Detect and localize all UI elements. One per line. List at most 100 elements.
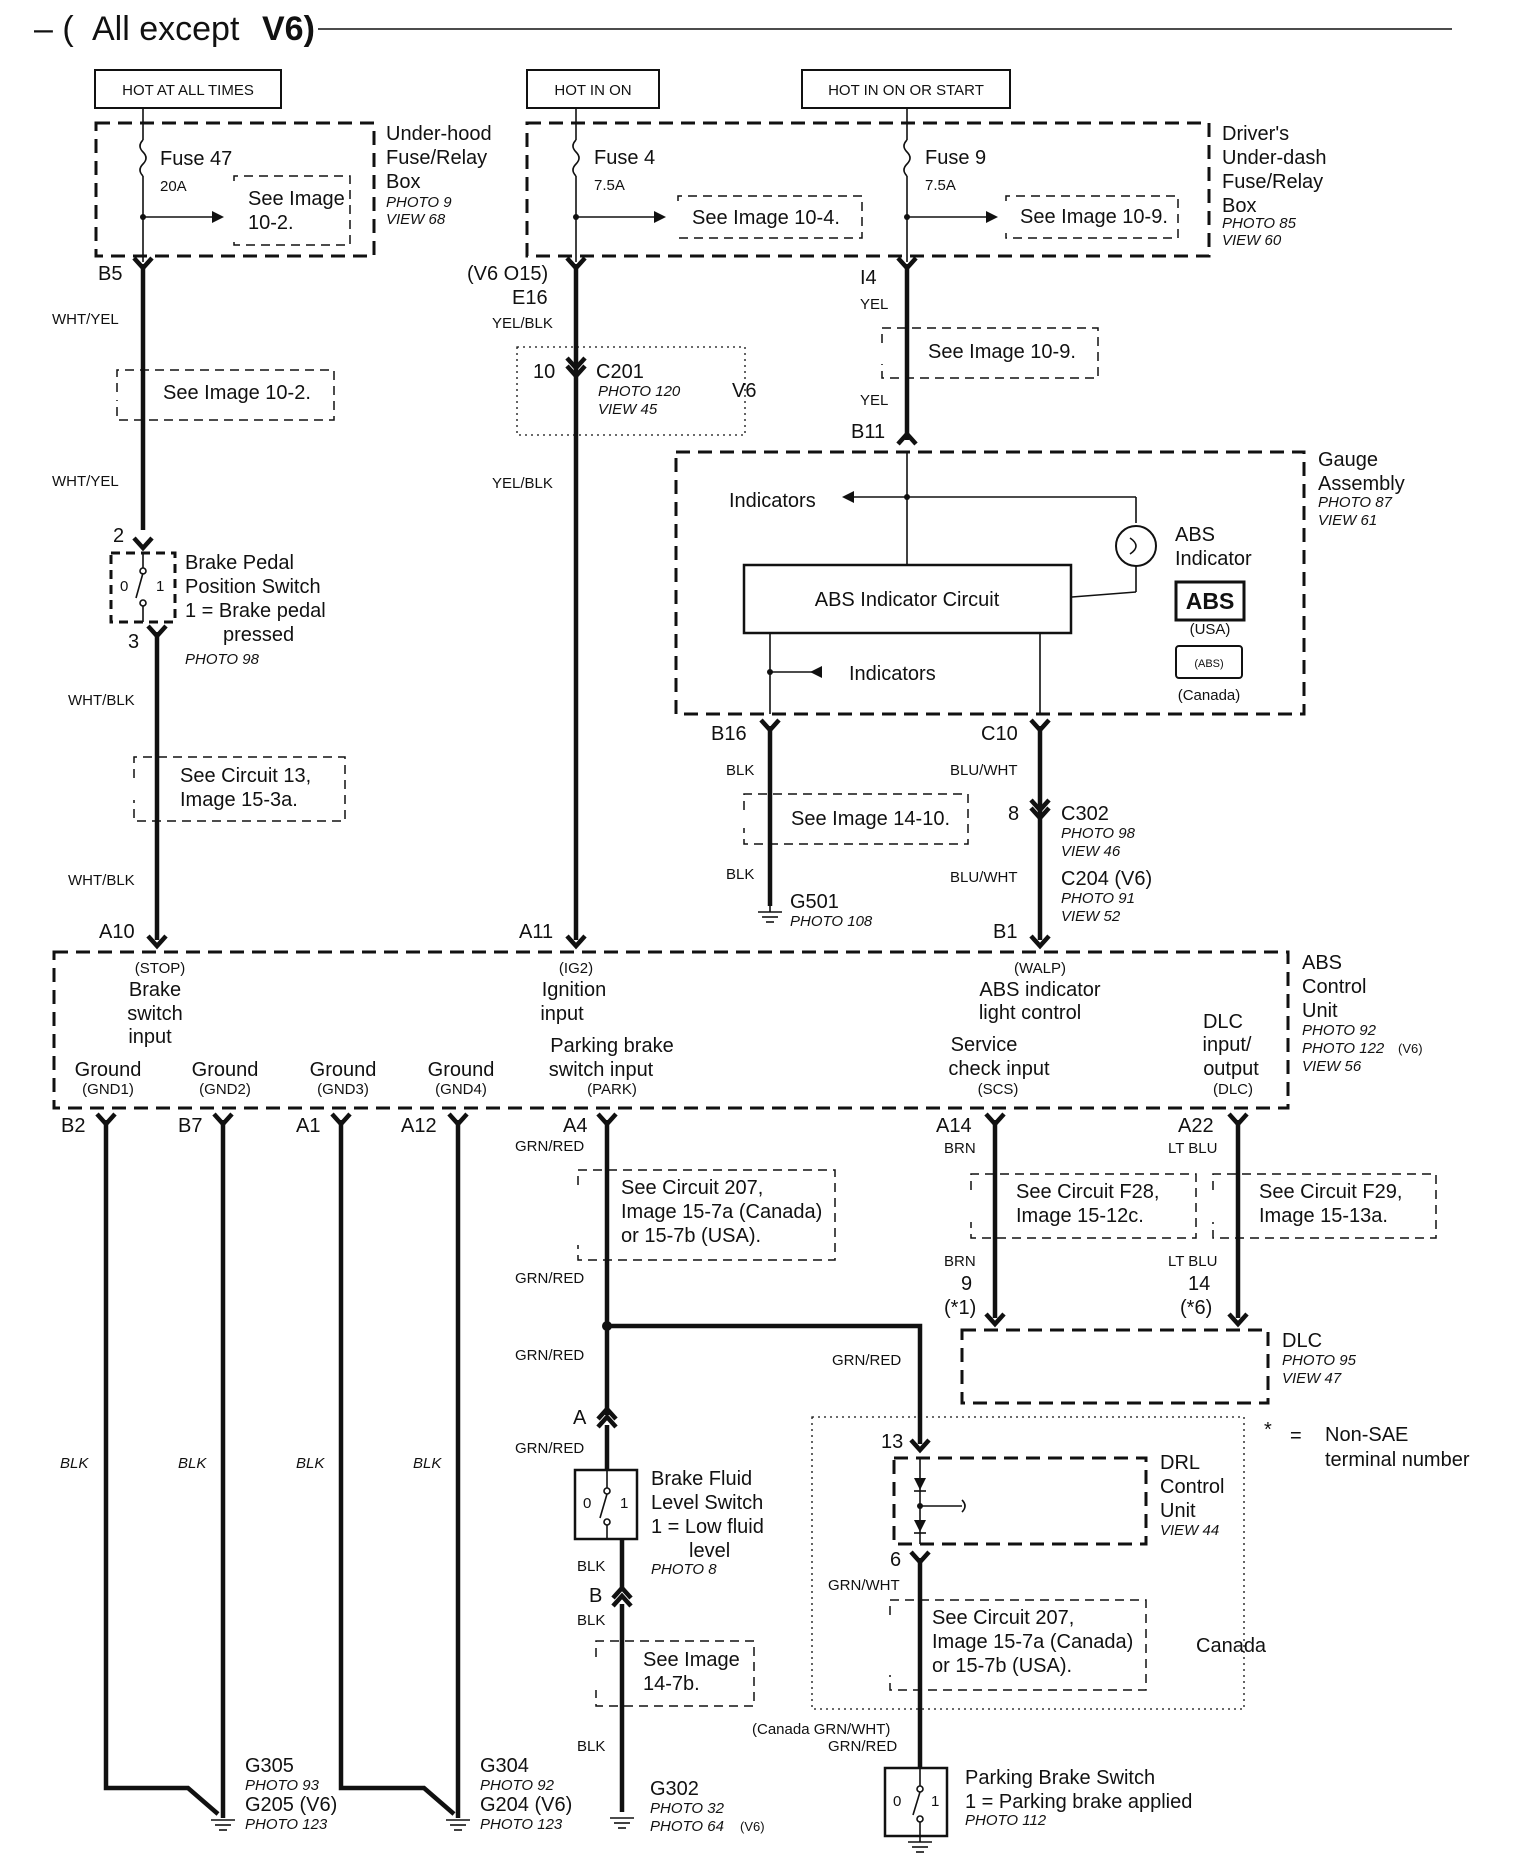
dlc-view: VIEW 47 bbox=[1282, 1370, 1342, 1387]
brake-switch-name-2: Position Switch bbox=[185, 576, 321, 598]
pin-14: 14 bbox=[1188, 1273, 1210, 1295]
see-circuit-207-drl-1: See Circuit 207, bbox=[932, 1607, 1074, 1629]
see-image-10-2-box bbox=[233, 175, 351, 246]
ground-3-label: Ground bbox=[310, 1059, 377, 1081]
arrow-icon bbox=[212, 211, 224, 223]
wire-label-blk-1: BLK bbox=[726, 762, 754, 779]
park-input-1: Parking brake bbox=[550, 1035, 673, 1057]
wire-label-yel-blk-1: YEL/BLK bbox=[492, 315, 553, 332]
abs-dlc-code: (DLC) bbox=[1213, 1081, 1253, 1098]
service-input-1: Service bbox=[951, 1034, 1018, 1056]
c201-v6-tag: V6 bbox=[732, 380, 756, 402]
pin-a1: A1 bbox=[296, 1115, 320, 1137]
indicators-label-1: Indicators bbox=[729, 490, 816, 512]
pin-3: 3 bbox=[128, 631, 139, 653]
c201-v6-box bbox=[516, 346, 746, 436]
c204-photo: PHOTO 91 bbox=[1061, 890, 1135, 907]
dash-view: VIEW 60 bbox=[1222, 232, 1282, 249]
dash-photo: PHOTO 85 bbox=[1222, 215, 1297, 232]
abs-walp-code: (WALP) bbox=[1014, 960, 1066, 977]
wire-label-wht-yel-1: WHT/YEL bbox=[52, 311, 119, 328]
see-image-10-9-right-box bbox=[881, 327, 1099, 379]
connector-b-icon bbox=[611, 1584, 633, 1600]
dlc-name: DLC bbox=[1282, 1330, 1322, 1352]
wire-label-wht-blk-1: WHT/BLK bbox=[68, 692, 135, 709]
wire-label-blk-gnd3: BLK bbox=[296, 1455, 325, 1472]
pin-a: A bbox=[573, 1407, 587, 1429]
brake-switch-name-1: Brake Pedal bbox=[185, 552, 294, 574]
wire-label-wht-yel-2: WHT/YEL bbox=[52, 473, 119, 490]
arrow-icon bbox=[654, 211, 666, 223]
arrow-icon bbox=[842, 491, 854, 503]
abs-unit-photo2-v6: (V6) bbox=[1398, 1041, 1423, 1056]
abs-unit-name-2: Control bbox=[1302, 976, 1366, 998]
ground-g304-photo: PHOTO 92 bbox=[480, 1777, 555, 1794]
see-circuit-f28-box bbox=[970, 1173, 1197, 1239]
abs-unit-outline bbox=[52, 950, 1290, 1110]
ground-g205: G205 (V6) bbox=[245, 1794, 337, 1816]
abs-canada-label: (Canada) bbox=[1178, 687, 1241, 704]
c302-view: VIEW 46 bbox=[1061, 843, 1121, 860]
ground-wires: BLK BLK BLK BLK G305 PHOTO 93 G205 (V6) … bbox=[60, 1112, 572, 1833]
fuse-47-rating: 20A bbox=[160, 178, 187, 195]
dash-name-4: Box bbox=[1222, 195, 1256, 217]
pin-6: 6 bbox=[890, 1549, 901, 1571]
see-circuit-f28-1: See Circuit F28, bbox=[1016, 1181, 1159, 1203]
abs-control-unit: (STOP) Brake switch input (IG2) Ignition… bbox=[52, 950, 1423, 1110]
abs-indicator-circuit-label: ABS Indicator Circuit bbox=[815, 589, 1000, 611]
see-image-10-2-line2: 10-2. bbox=[248, 212, 294, 234]
wire-label-grn-red-3: GRN/RED bbox=[515, 1347, 584, 1364]
bottom-pins: B2 B7 A1 A12 A4 A14 A22 bbox=[61, 1115, 1214, 1137]
right-branch: I4 YEL See Image 10-9. YEL B11 bbox=[851, 256, 1099, 446]
hot-on-label: HOT IN ON bbox=[554, 82, 631, 99]
pin-9: 9 bbox=[961, 1273, 972, 1295]
see-circuit-f29-box bbox=[1212, 1173, 1437, 1239]
canada-label: Canada bbox=[1196, 1635, 1267, 1657]
title-prefix: – ( bbox=[34, 10, 74, 48]
hot-on-start-label: HOT IN ON OR START bbox=[828, 82, 984, 99]
gauge-outputs: B16 BLK See Image 14-10. BLK G501 PHOTO … bbox=[711, 718, 1152, 950]
ground-g204-photo: PHOTO 123 bbox=[480, 1816, 563, 1833]
pin-a14: A14 bbox=[936, 1115, 972, 1137]
brake-input-1: Brake bbox=[129, 979, 181, 1001]
wire-label-yel-2: YEL bbox=[860, 392, 888, 409]
see-image-10-9-right: See Image 10-9. bbox=[928, 341, 1076, 363]
footnote-eq: = bbox=[1290, 1425, 1302, 1447]
pin-c10: C10 bbox=[981, 723, 1018, 745]
brake-switch-photo: PHOTO 98 bbox=[185, 651, 260, 668]
brake-fluid-switch-box bbox=[573, 1468, 639, 1541]
ignition-input-1: Ignition bbox=[542, 979, 607, 1001]
abs-canada-icon bbox=[1175, 645, 1243, 679]
see-circuit-207-drl-3: or 15-7b (USA). bbox=[932, 1655, 1072, 1677]
connector-c302-icon bbox=[1029, 798, 1051, 814]
gauge-view: VIEW 61 bbox=[1318, 512, 1377, 529]
wire-label-grn-wht: GRN/WHT bbox=[828, 1577, 900, 1594]
pin-v6-o15: (V6 O15) bbox=[467, 263, 548, 285]
footnote: * = Non-SAE terminal number bbox=[1264, 1419, 1470, 1471]
see-circuit-207-drl-box bbox=[889, 1599, 1147, 1691]
fuse-47-label: Fuse 47 bbox=[160, 148, 232, 170]
see-circuit-f28-2: Image 15-12c. bbox=[1016, 1205, 1144, 1227]
ground-4-code: (GND4) bbox=[435, 1081, 487, 1098]
abs-unit-name-3: Unit bbox=[1302, 1000, 1338, 1022]
ground-1-code: (GND1) bbox=[82, 1081, 134, 1098]
fuse-4-label: Fuse 4 bbox=[594, 147, 655, 169]
wire-gnd3 bbox=[338, 1120, 456, 1816]
drl-name-3: Unit bbox=[1160, 1500, 1196, 1522]
c201-photo: PHOTO 120 bbox=[598, 383, 681, 400]
ground-2-code: (GND2) bbox=[199, 1081, 251, 1098]
pin-e16: E16 bbox=[512, 287, 548, 309]
canada-region-box bbox=[811, 1416, 1245, 1710]
wire-label-blk-fluid-1: BLK bbox=[577, 1558, 605, 1575]
underhood-fuse-box: Fuse 47 20A See Image 10-2. Under-hood F… bbox=[94, 108, 492, 258]
parking-switch-name-2: 1 = Parking brake applied bbox=[965, 1791, 1192, 1813]
see-circuit-13-2: Image 15-3a. bbox=[180, 789, 298, 811]
pin-10: 10 bbox=[533, 361, 555, 383]
dlc-io-1: DLC bbox=[1203, 1011, 1243, 1033]
connector-a-icon bbox=[596, 1405, 618, 1421]
c302-photo: PHOTO 98 bbox=[1061, 825, 1136, 842]
gauge-box-outline bbox=[674, 450, 1306, 716]
dash-name-1: Driver's bbox=[1222, 123, 1289, 145]
ground-2-label: Ground bbox=[192, 1059, 259, 1081]
see-image-10-4-box bbox=[677, 195, 863, 239]
